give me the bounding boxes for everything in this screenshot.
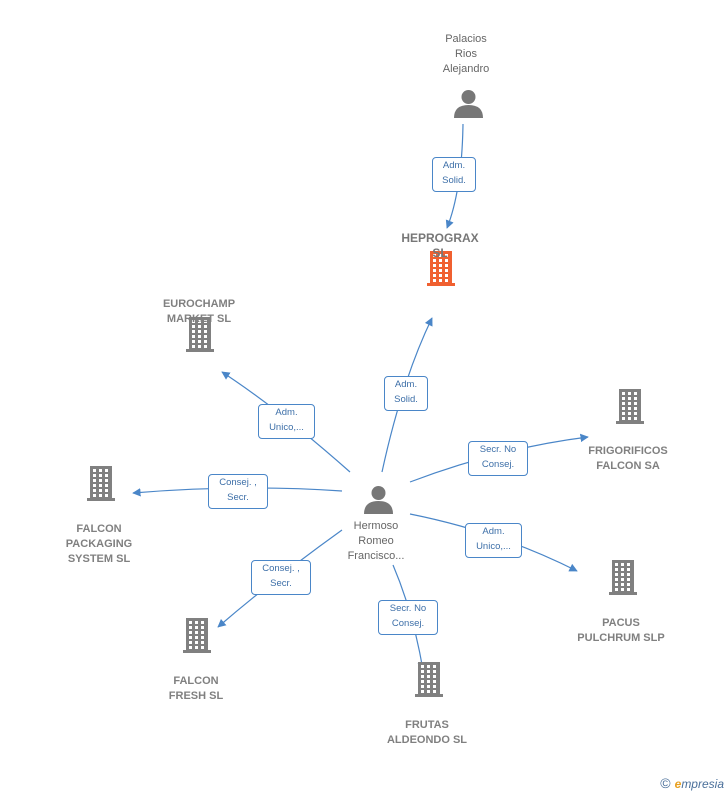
- building-icon[interactable]: [181, 617, 213, 653]
- building-icon[interactable]: [413, 661, 445, 697]
- role-box[interactable]: Adm.Solid.: [384, 376, 428, 411]
- building-icon[interactable]: [85, 465, 117, 501]
- building-icon[interactable]: [425, 250, 457, 286]
- role-box[interactable]: Consej. ,Secr.: [208, 474, 268, 509]
- person-icon[interactable]: [364, 484, 393, 514]
- building-icon[interactable]: [184, 316, 216, 352]
- copyright-icon: ©: [660, 775, 671, 791]
- role-box[interactable]: Adm.Unico,...: [258, 404, 315, 439]
- building-icon[interactable]: [607, 559, 639, 595]
- building-icon[interactable]: [614, 388, 646, 424]
- person-icon[interactable]: [454, 88, 483, 118]
- role-box[interactable]: Adm.Solid.: [432, 157, 476, 192]
- role-box[interactable]: Adm.Unico,...: [465, 523, 522, 558]
- role-box[interactable]: Consej. ,Secr.: [251, 560, 311, 595]
- brand-logo: ©empresia: [660, 775, 724, 791]
